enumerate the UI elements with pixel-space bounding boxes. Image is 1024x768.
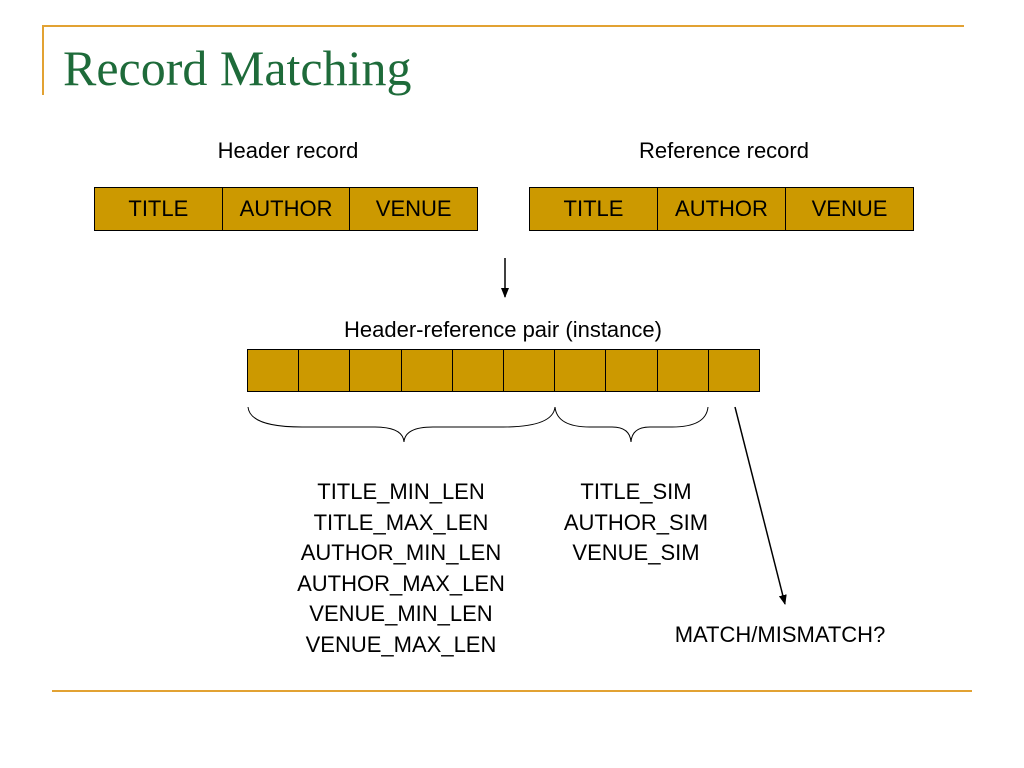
length-feature-item: VENUE_MAX_LEN (305, 631, 497, 657)
reference-field-author: AUTHOR (657, 188, 785, 230)
diagonal-arrow (734, 406, 787, 605)
length-feature-list: TITLE_MIN_LEN TITLE_MAX_LEN AUTHOR_MIN_LEN… (276, 477, 526, 660)
reference-field-title: TITLE (563, 196, 624, 221)
pair-cell (400, 350, 452, 391)
pair-cell (554, 350, 605, 391)
pair-cell (451, 350, 503, 391)
header-record-label: Header record (217, 138, 359, 163)
pair-cell (503, 350, 554, 391)
pair-cell (605, 350, 656, 391)
similarity-feature-list: TITLE_SIM AUTHOR_SIM VENUE_SIM (536, 477, 736, 569)
similarity-feature-item: VENUE_SIM (572, 540, 700, 565)
length-feature-item: TITLE_MAX_LEN (313, 509, 489, 535)
left-rule (42, 25, 44, 95)
header-field-venue: VENUE (349, 188, 477, 230)
match-mismatch-label: MATCH/MISMATCH? (674, 622, 886, 647)
pair-cell (656, 350, 708, 391)
length-feature-item: TITLE_MIN_LEN (317, 479, 485, 504)
header-record: TITLE AUTHOR VENUE (94, 187, 478, 231)
similarity-feature-item: TITLE_SIM (580, 479, 692, 504)
similarity-feature-item: AUTHOR_SIM (563, 509, 709, 535)
similarity-features-brace (554, 406, 709, 443)
slide-title: Record Matching (63, 40, 412, 96)
header-field-author: AUTHOR (221, 188, 350, 230)
pair-cell (298, 350, 349, 391)
length-features-brace (247, 406, 556, 443)
reference-record: TITLE AUTHOR VENUE (529, 187, 914, 231)
reference-record-label: Reference record (639, 138, 809, 163)
length-feature-item: AUTHOR_MAX_LEN (297, 570, 505, 596)
length-feature-item: AUTHOR_MIN_LEN (300, 540, 502, 565)
length-feature-item: VENUE_MIN_LEN (309, 601, 493, 626)
top-rule (42, 25, 964, 27)
pair-cell (349, 350, 400, 391)
pair-cell (707, 350, 759, 391)
reference-field-venue: VENUE (785, 188, 913, 230)
bottom-rule (52, 690, 972, 692)
pair-instance-row (247, 349, 760, 392)
pair-cell (248, 350, 298, 391)
pair-label: Header-reference pair (instance) (344, 317, 662, 342)
header-field-title: TITLE (128, 196, 189, 221)
